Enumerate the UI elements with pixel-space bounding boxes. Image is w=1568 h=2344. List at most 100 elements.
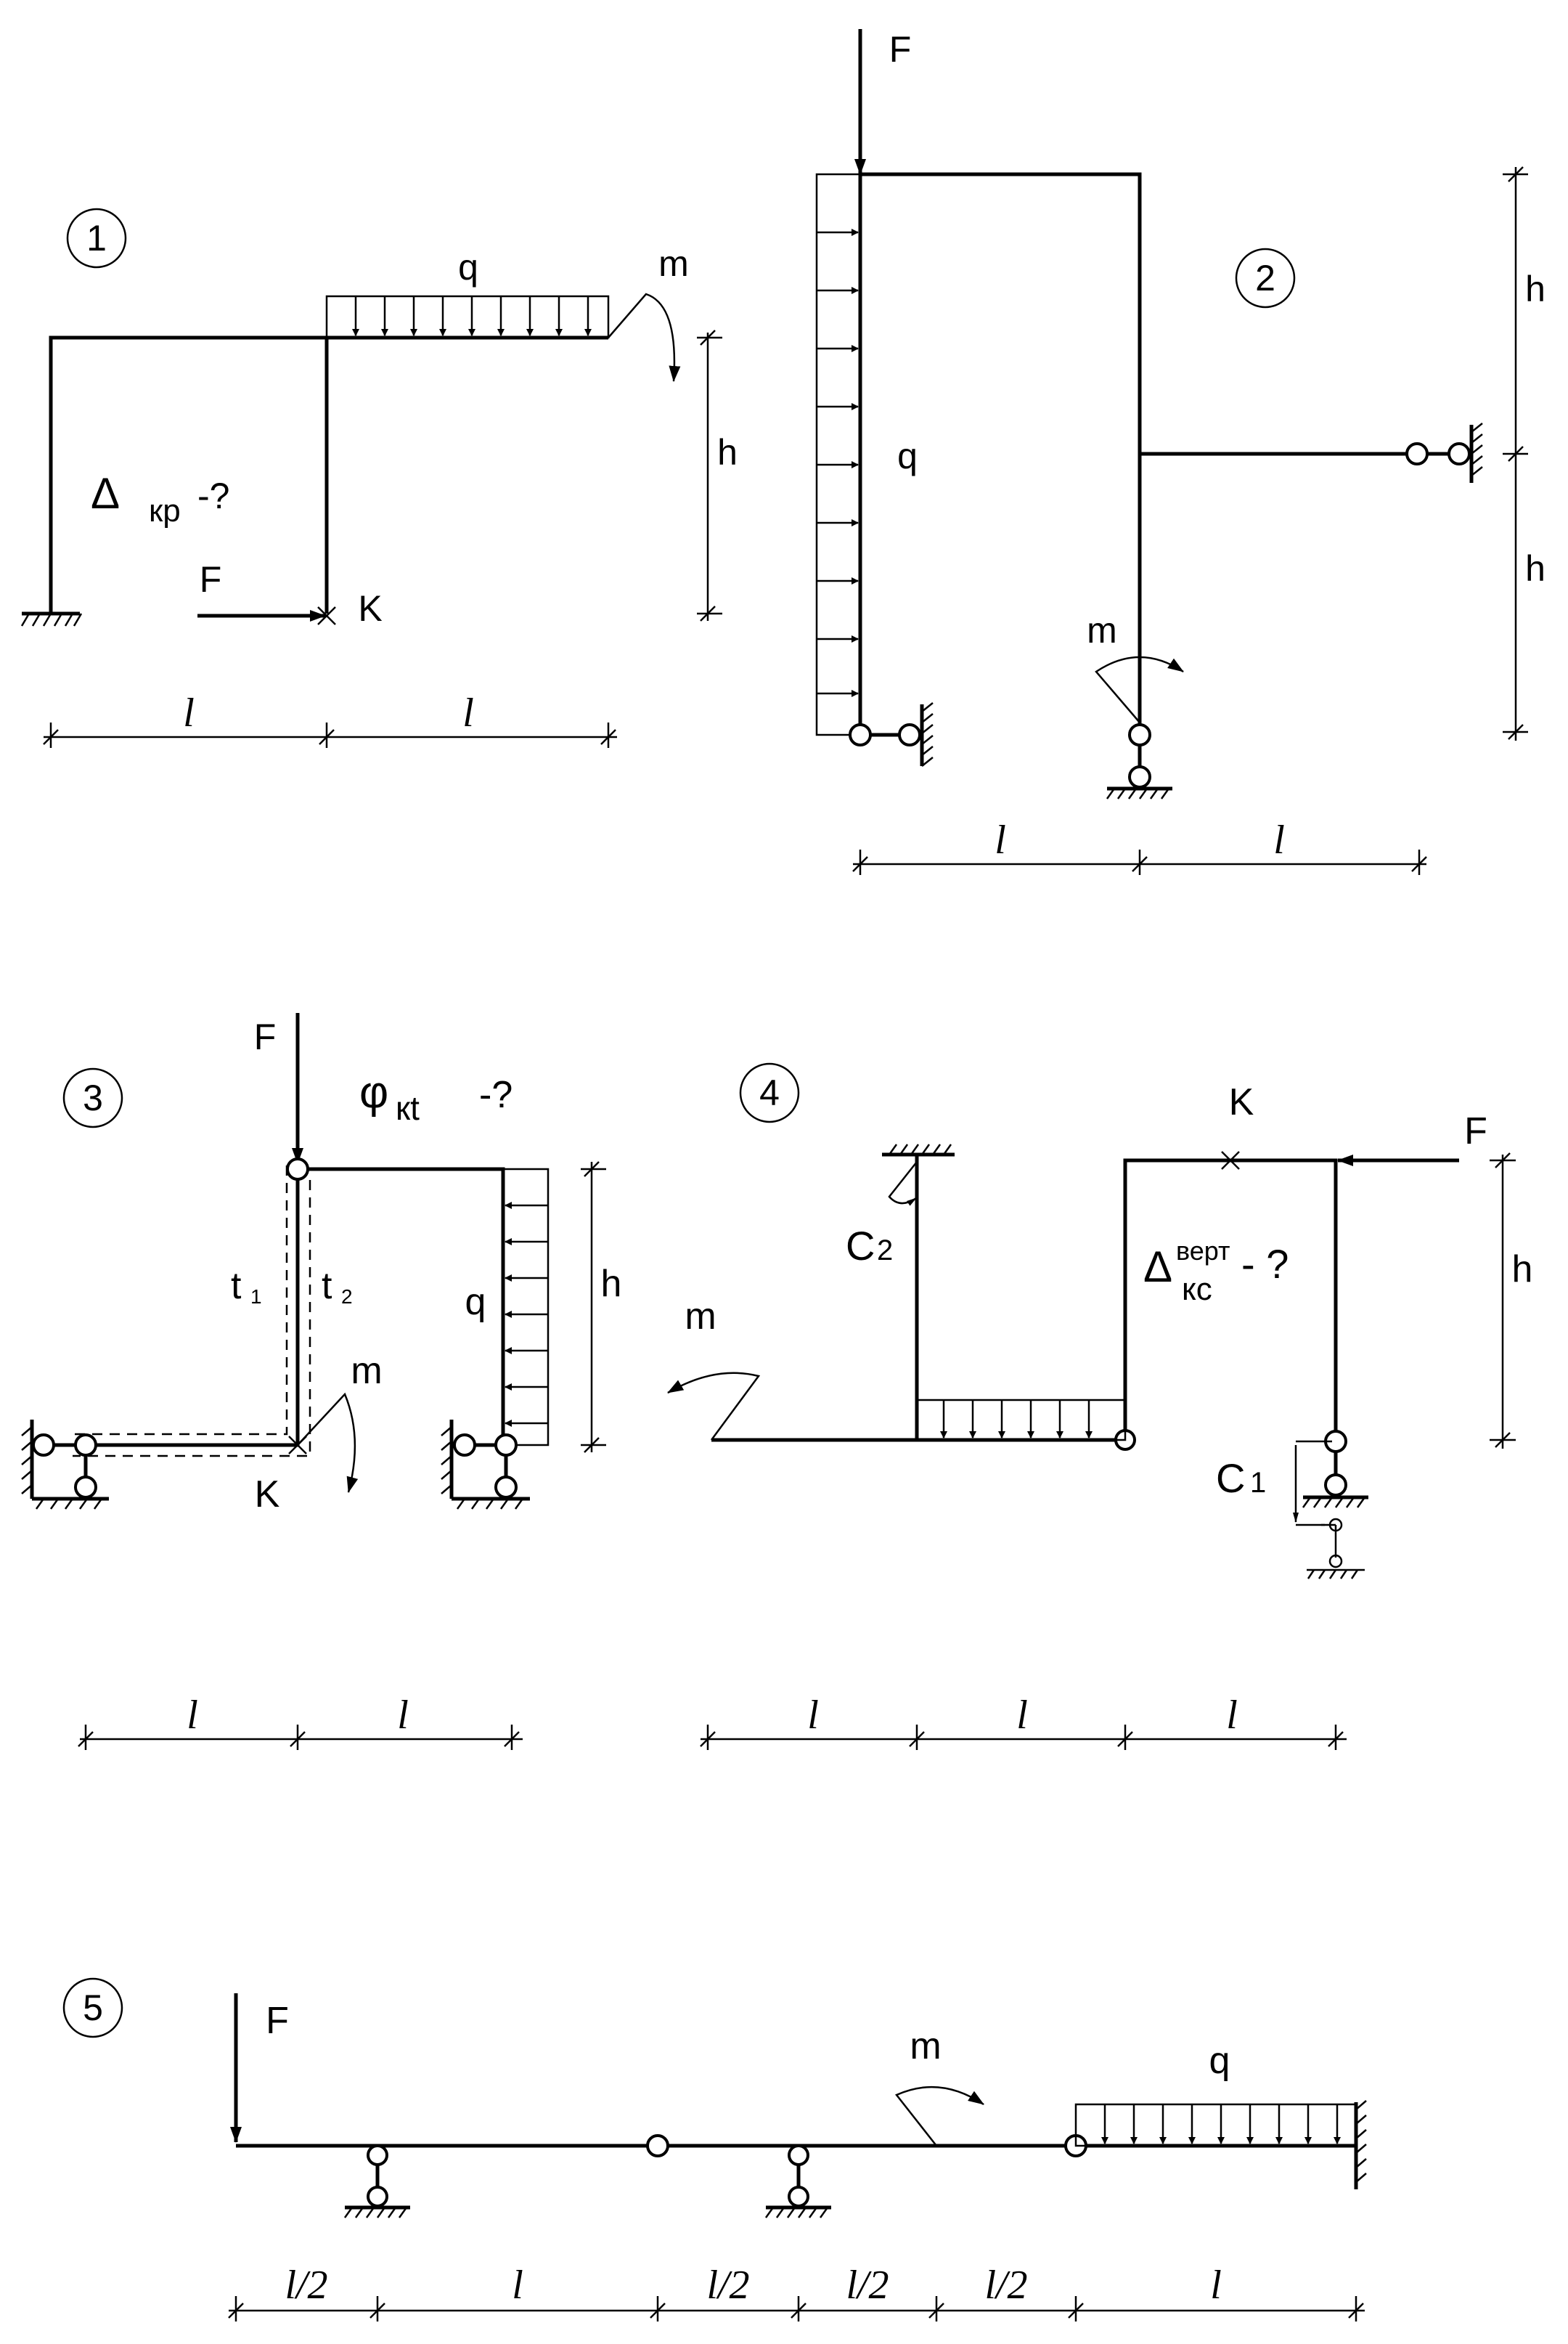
height-dimension [1490, 1152, 1516, 1449]
problem-number-circle [62, 1977, 123, 2038]
problem-3-frame: 3 F φ кt -? t 1 t 2 q [21, 1013, 622, 1750]
span-label: l [1210, 2263, 1222, 2308]
span-label: l [1016, 1693, 1028, 1738]
problem-number: 4 [759, 1073, 780, 1113]
frame-beam [49, 335, 608, 614]
load-label-q: q [458, 247, 478, 288]
temperature-dashed-inner [73, 1165, 288, 1436]
delta-symbol: Δ [91, 469, 120, 518]
temp-subscript-1: 1 [250, 1285, 262, 1308]
label-C2-sub: 2 [877, 1234, 893, 1266]
delta-subscript: кс [1182, 1271, 1212, 1307]
span-dimension [78, 1725, 523, 1750]
moment-label-m: m [685, 1295, 716, 1338]
delta-subscript: кр [149, 493, 181, 529]
delta-question: -? [197, 476, 229, 516]
span-label: l/2 [846, 2263, 889, 2308]
temperature-dashed-outer [73, 1180, 311, 1457]
problem-number: 1 [86, 218, 107, 259]
moment-arrow [895, 2085, 984, 2146]
moment-label-m: m [1087, 610, 1117, 651]
span-label: l/2 [285, 2263, 327, 2308]
problem-number-circle [1235, 248, 1296, 309]
distributed-load [815, 173, 860, 736]
force-label-F: F [266, 2000, 289, 2042]
force-label-F: F [254, 1017, 277, 1057]
pin-support [343, 2144, 410, 2218]
delta-question: - ? [1241, 1241, 1289, 1287]
force-label-F: F [889, 29, 912, 70]
force-label-F: F [200, 559, 222, 600]
moment-label-m: m [910, 2025, 941, 2067]
problem-number: 3 [83, 1078, 103, 1118]
height-dimension [697, 330, 722, 622]
span-label: l [183, 691, 195, 736]
height-dimension [581, 1161, 606, 1453]
load-label-q: q [897, 436, 918, 476]
point-K-marker [1221, 1151, 1240, 1170]
height-label: h [1525, 548, 1545, 589]
point-label-K: K [255, 1473, 280, 1515]
height-label: h [601, 1263, 622, 1305]
span-dimension [228, 2296, 1365, 2321]
temp-subscript-2: 2 [341, 1285, 353, 1308]
problem-number-circle [739, 1062, 800, 1123]
frame-members [44, 1167, 505, 1447]
height-label: h [717, 432, 738, 473]
moment-arrow [297, 1392, 359, 1493]
force-label-F: F [1464, 1110, 1487, 1152]
span-label: l [1226, 1693, 1238, 1738]
right-link-support [1405, 423, 1483, 483]
phi-question: -? [479, 1074, 513, 1116]
vertical-link-support [1302, 1430, 1368, 1508]
height-label: h [1512, 1248, 1533, 1290]
frame-right [1123, 1158, 1338, 1440]
problem-number: 5 [83, 1987, 103, 2028]
rotation-arrow-C2 [888, 1161, 918, 1206]
problem-4-frame: 4 C 2 m [667, 1062, 1533, 1750]
span-dimension [700, 1725, 1347, 1750]
point-K-marker [317, 606, 336, 625]
moment-arrow [608, 293, 681, 382]
moment-arrow [667, 1372, 761, 1441]
horizontal-link-support [849, 702, 934, 767]
hinge-top [286, 1157, 309, 1181]
point-label-K: K [358, 588, 382, 629]
delta-superscript: верт [1176, 1236, 1230, 1266]
support-hatch [1355, 2100, 1367, 2183]
span-label: l [995, 818, 1006, 863]
label-C1: C [1216, 1455, 1245, 1501]
span-label: l [187, 1693, 198, 1738]
problem-2-frame: 2 F q [815, 29, 1545, 875]
temp-label-t2: t [322, 1265, 332, 1307]
load-label-q: q [465, 1281, 486, 1323]
height-label: h [1525, 269, 1545, 309]
temp-label-t1: t [231, 1265, 242, 1307]
span-label: l [462, 691, 474, 736]
span-label: l/2 [984, 2263, 1027, 2308]
problem-number-circle [66, 208, 127, 269]
phi-symbol: φ [359, 1067, 388, 1118]
displaced-support [1307, 1518, 1365, 1579]
moment-label-m: m [658, 243, 689, 284]
problem-1-frame: 1 q m F [20, 208, 738, 748]
left-support [21, 1420, 109, 1510]
span-dimension [43, 723, 617, 748]
span-dimension [852, 850, 1427, 875]
pin-support [764, 2144, 831, 2218]
problem-number: 2 [1255, 258, 1275, 298]
right-support [441, 1420, 530, 1510]
point-label-K: K [1229, 1081, 1254, 1123]
problem-number-circle [62, 1067, 123, 1128]
moment-label-m: m [351, 1350, 382, 1392]
span-label: l [512, 2263, 523, 2308]
distributed-load [1074, 2103, 1357, 2147]
delta-symbol: Δ [1143, 1242, 1172, 1291]
vertical-link-support [1106, 723, 1172, 799]
span-label: l [1273, 818, 1285, 863]
label-C2: C [846, 1223, 875, 1269]
problem-5-beam: 5 F [62, 1977, 1367, 2321]
moment-arrow [1095, 656, 1184, 723]
phi-subscript: кt [396, 1089, 420, 1127]
